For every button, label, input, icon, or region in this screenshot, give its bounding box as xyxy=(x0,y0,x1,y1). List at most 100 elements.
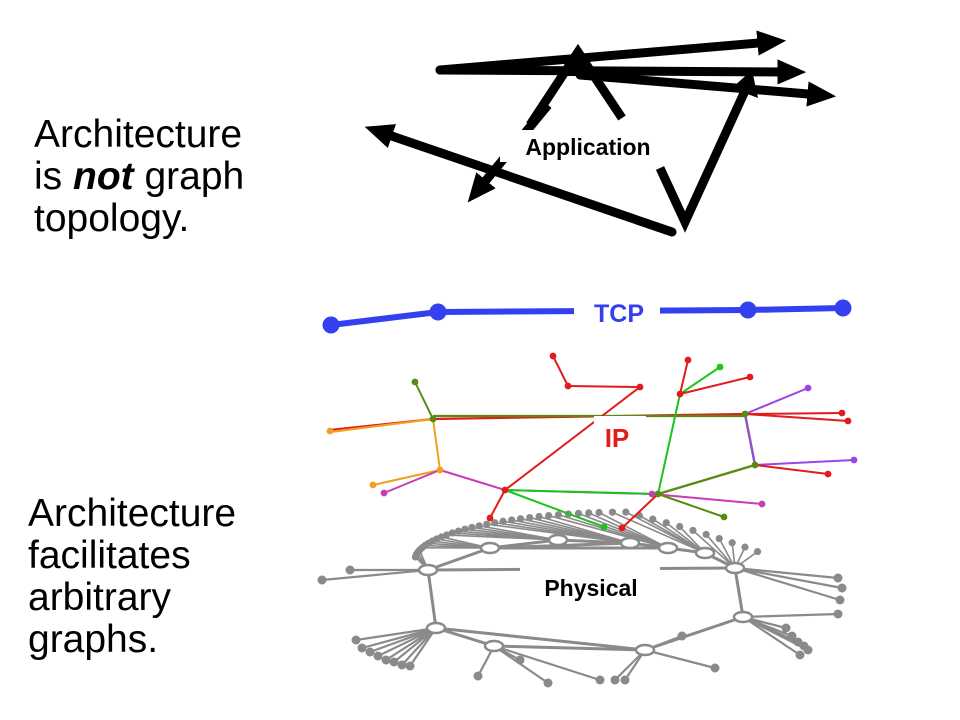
physical-link xyxy=(377,627,437,657)
physical-leaf-node xyxy=(741,543,749,551)
physical-link xyxy=(742,616,801,656)
application-arrow xyxy=(435,59,807,85)
ip-node xyxy=(501,486,509,494)
physical-leaf-node xyxy=(620,675,630,685)
ip-node xyxy=(654,490,662,498)
ip-node xyxy=(850,456,858,464)
ip-layer-graph xyxy=(326,352,858,532)
physical-hub-node xyxy=(694,546,716,560)
ip-link xyxy=(372,469,441,486)
application-arrow xyxy=(364,124,677,237)
physical-link xyxy=(401,627,437,666)
ip-link xyxy=(651,493,763,505)
ip-link xyxy=(567,385,641,388)
physical-link xyxy=(493,644,646,652)
statement-line: Architecture xyxy=(28,492,237,535)
physical-hub-node xyxy=(724,561,746,575)
ip-link xyxy=(754,464,829,475)
ip-node xyxy=(684,356,692,364)
ip-node xyxy=(600,523,608,531)
physical-leaf-node xyxy=(574,509,583,517)
ip-link xyxy=(504,386,641,491)
physical-link xyxy=(435,626,646,652)
ip-node xyxy=(838,409,846,417)
application-arrow xyxy=(435,30,787,75)
ip-link xyxy=(657,463,756,496)
ip-node xyxy=(804,384,812,392)
physical-leaf-node xyxy=(345,565,355,575)
ip-label-bg xyxy=(594,416,646,454)
physical-link xyxy=(734,566,839,580)
physical-leaf-node xyxy=(516,515,525,523)
ip-node xyxy=(758,500,766,508)
ip-link xyxy=(383,469,441,494)
ip-link xyxy=(329,417,434,434)
physical-leaf-node xyxy=(373,651,383,661)
physical-hub-node xyxy=(634,643,656,657)
ip-node xyxy=(436,466,444,474)
physical-link xyxy=(538,515,631,544)
physical-link xyxy=(665,522,706,554)
application-arrow xyxy=(655,78,755,233)
tcp-label-bg xyxy=(574,296,660,330)
ip-link xyxy=(489,489,506,519)
physical-label-bg xyxy=(520,566,660,604)
physical-leaf-node xyxy=(585,509,593,517)
ip-link xyxy=(432,418,441,471)
physical-link xyxy=(692,529,736,569)
physical-leaf-node xyxy=(728,539,736,547)
physical-hub-node xyxy=(425,621,447,635)
physical-leaf-node xyxy=(468,523,476,532)
physical-leaf-node xyxy=(508,516,516,524)
application-layer-arrows xyxy=(364,30,837,237)
physical-link xyxy=(705,533,736,569)
emphasis-not: not xyxy=(73,155,134,198)
ip-node xyxy=(369,481,377,489)
physical-leaf-node xyxy=(461,525,469,533)
physical-link xyxy=(426,569,438,629)
statement-line: facilitates xyxy=(28,534,191,577)
physical-leaf-node xyxy=(473,671,483,681)
statement-line: is not graph xyxy=(34,156,244,198)
ip-node xyxy=(844,417,852,425)
physical-leaf-node xyxy=(405,661,415,671)
ip-link xyxy=(744,413,756,466)
physical-leaf-node xyxy=(483,520,491,528)
physical-leaf-node xyxy=(689,526,697,535)
physical-leaf-node xyxy=(443,531,451,539)
statement-line: arbitrary xyxy=(28,576,172,619)
statement-word: graph xyxy=(133,155,245,198)
physical-leaf-node xyxy=(357,643,367,653)
ip-node xyxy=(720,513,728,521)
physical-leaf-node xyxy=(389,657,399,667)
ip-node xyxy=(648,490,656,498)
physical-leaf-node xyxy=(526,513,534,522)
ip-node xyxy=(746,373,754,381)
ip-node xyxy=(618,524,626,532)
physical-leaf-node xyxy=(715,534,723,543)
tcp-endpoint-node xyxy=(834,299,852,317)
ip-node xyxy=(549,352,557,360)
physical-leaf-node xyxy=(448,529,456,537)
physical-link xyxy=(588,512,669,549)
physical-leaf-node xyxy=(833,573,843,583)
physical-link xyxy=(644,648,716,670)
physical-leaf-node xyxy=(610,675,620,685)
ip-link xyxy=(679,376,751,395)
physical-hub-node xyxy=(657,541,679,555)
ip-link xyxy=(439,469,506,491)
ip-link xyxy=(504,489,659,495)
ip-link xyxy=(744,387,809,415)
physical-label: Physical xyxy=(544,575,637,601)
physical-link xyxy=(742,616,809,651)
tcp-endpoint-node xyxy=(429,303,447,321)
physical-link xyxy=(598,511,669,549)
application-label-bg xyxy=(500,130,680,162)
physical-link xyxy=(479,525,559,541)
ip-link xyxy=(657,393,681,495)
ip-node xyxy=(676,390,684,398)
physical-link xyxy=(733,567,745,618)
ip-link xyxy=(744,412,843,415)
physical-leaf-node xyxy=(454,527,463,535)
physical-leaf-node xyxy=(491,519,499,527)
